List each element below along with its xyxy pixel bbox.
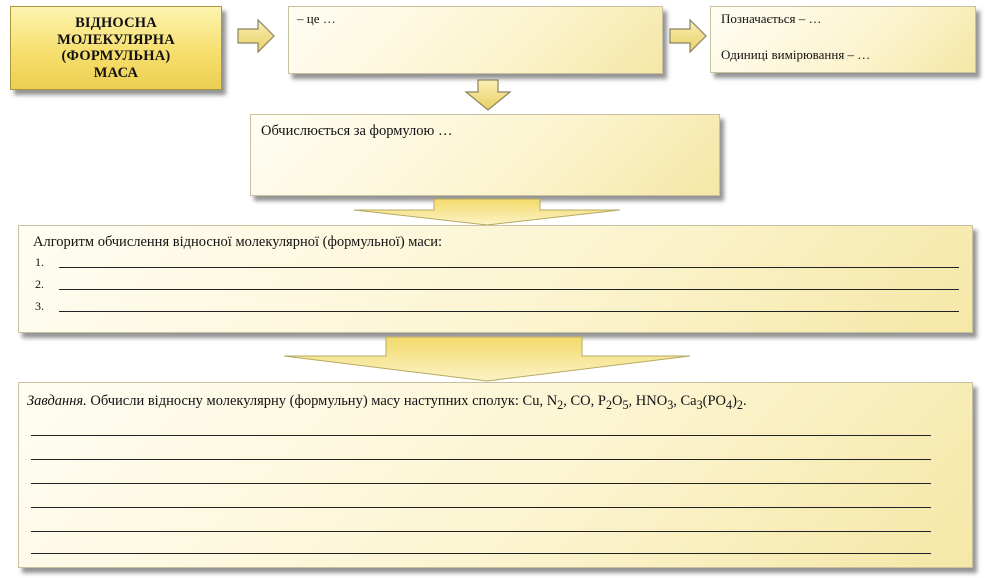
answer-line[interactable] xyxy=(31,553,931,554)
algorithm-heading: Алгоритм обчислення відносної молекулярн… xyxy=(33,234,443,250)
subscript: 5 xyxy=(622,397,629,412)
right-arrow-icon xyxy=(669,18,707,54)
answer-line[interactable] xyxy=(31,435,931,436)
step-number: 2. xyxy=(35,277,44,291)
formula-part: . xyxy=(742,393,747,409)
formula-part: ) xyxy=(732,393,737,409)
answer-line[interactable] xyxy=(31,459,931,460)
units-text: Одиниці вимірювання – … xyxy=(721,47,871,62)
subscript: 3 xyxy=(696,397,703,412)
title-text: ВІДНОСНА МОЛЕКУЛЯРНА (ФОРМУЛЬНА) МАСА xyxy=(57,15,175,81)
task-box: Завдання. Обчисли відносну молекулярну (… xyxy=(18,382,973,568)
formula-part: O xyxy=(611,393,623,409)
down-arrow-icon xyxy=(283,336,691,382)
right-arrow-icon xyxy=(237,18,275,54)
task-text: Обчисли відносну молекулярну (формульну)… xyxy=(90,393,558,409)
answer-line[interactable] xyxy=(31,507,931,508)
formula-text: Обчислюється за формулою … xyxy=(261,123,453,139)
down-arrow-icon xyxy=(353,198,621,226)
designation-text: Позначається – … xyxy=(721,11,822,26)
answer-line[interactable] xyxy=(31,531,931,532)
answer-line[interactable] xyxy=(31,483,931,484)
answer-line[interactable] xyxy=(59,289,959,290)
subscript: 4 xyxy=(726,397,733,412)
step-number: 3. xyxy=(35,299,44,313)
down-arrow-icon xyxy=(464,79,512,111)
algorithm-box: Алгоритм обчислення відносної молекулярн… xyxy=(18,225,973,333)
subscript: 2 xyxy=(605,397,612,412)
formula-part: , HNO xyxy=(628,393,668,409)
task-statement: Завдання. Обчисли відносну молекулярну (… xyxy=(27,393,964,413)
formula-box: Обчислюється за формулою … xyxy=(250,114,720,196)
designation-box: Позначається – … Одиниці вимірювання – … xyxy=(710,6,976,73)
formula-part: , CO, P xyxy=(563,393,606,409)
title-box: ВІДНОСНА МОЛЕКУЛЯРНА (ФОРМУЛЬНА) МАСА xyxy=(10,6,222,90)
subscript: 2 xyxy=(557,397,564,412)
definition-box: – це … xyxy=(288,6,663,74)
formula-part: , Ca xyxy=(673,393,697,409)
answer-line[interactable] xyxy=(59,311,959,312)
definition-text: – це … xyxy=(297,11,336,26)
step-number: 1. xyxy=(35,255,44,269)
subscript: 3 xyxy=(667,397,674,412)
task-label: Завдання. xyxy=(27,393,87,409)
answer-line[interactable] xyxy=(59,267,959,268)
subscript: 2 xyxy=(736,397,743,412)
formula-part: (PO xyxy=(702,393,727,409)
